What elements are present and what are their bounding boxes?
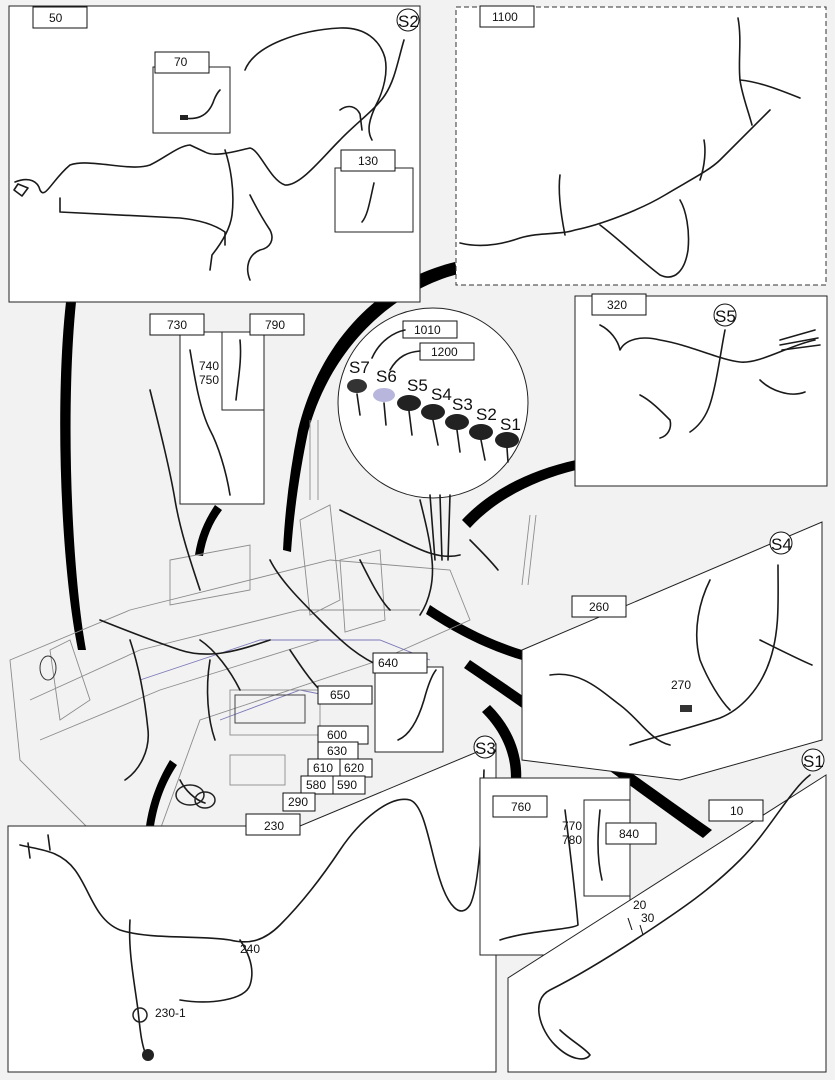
panel-230: 230 S3 240 230-1 <box>7 735 497 1073</box>
callout-600: 600 <box>327 728 347 742</box>
callout-20: 20 <box>633 898 647 912</box>
band-320 <box>462 460 576 528</box>
band-230 <box>146 760 177 826</box>
callout-780: 780 <box>562 833 582 847</box>
callout-130: 130 <box>358 154 378 168</box>
callout-30: 30 <box>641 911 655 925</box>
center-harness <box>39 389 499 809</box>
band-730 <box>195 505 222 556</box>
socket-connectors <box>347 379 519 463</box>
callout-260: 260 <box>589 600 609 614</box>
callout-10: 10 <box>730 804 744 818</box>
socket-label-s4: S4 <box>431 385 452 404</box>
socket-label-s5-panel: S5 <box>715 307 736 326</box>
panel-760: 760 840 770 780 <box>479 777 657 956</box>
socket-label-s3: S3 <box>452 395 473 414</box>
callout-240: 240 <box>240 942 260 956</box>
callout-640: 640 <box>378 656 398 670</box>
socket-label-s2: S2 <box>476 405 497 424</box>
callout-740: 740 <box>199 359 219 373</box>
socket-label-s3-panel: S3 <box>475 739 496 758</box>
callout-box-50 <box>32 6 88 29</box>
harness-1100-main <box>459 109 771 247</box>
callout-230-1: 230-1 <box>155 1006 186 1020</box>
socket-label-s6: S6 <box>376 367 397 386</box>
callout-270: 270 <box>671 678 691 692</box>
panel-50: 50 S2 70 130 <box>8 5 421 303</box>
band-760 <box>482 705 522 790</box>
chassis-frame <box>9 420 537 831</box>
panel-260: 260 S4 270 <box>521 521 823 781</box>
callout-1200: 1200 <box>431 345 458 359</box>
callout-630: 630 <box>327 744 347 758</box>
socket-label-s2-top: S2 <box>398 12 419 31</box>
callout-730: 730 <box>167 318 187 332</box>
callout-650: 650 <box>330 688 350 702</box>
callout-230: 230 <box>264 819 284 833</box>
band-260 <box>426 605 522 660</box>
panel-10: 10 S1 20 30 <box>507 748 827 1073</box>
callout-750: 750 <box>199 373 219 387</box>
callout-1010: 1010 <box>414 323 441 337</box>
center-callouts: 640 650 600 630 610 620 580 590 290 <box>282 652 444 812</box>
band-1100 <box>283 262 458 552</box>
band-50 <box>60 302 86 650</box>
socket-label-s4-panel: S4 <box>771 535 792 554</box>
callout-290: 290 <box>288 795 308 809</box>
callout-840: 840 <box>619 827 639 841</box>
callout-50: 50 <box>49 11 63 25</box>
callout-320: 320 <box>607 298 627 312</box>
socket-label-s1: S1 <box>500 415 521 434</box>
panel-730: 730 790 740 750 <box>149 313 305 505</box>
callout-590: 590 <box>337 778 357 792</box>
callout-70: 70 <box>174 55 188 69</box>
harness-50-main <box>14 39 405 194</box>
socket-detail: 1010 1200 S7 S6 S5 S4 S3 S2 S1 <box>337 307 529 499</box>
callout-610: 610 <box>313 761 333 775</box>
callout-770: 770 <box>562 819 582 833</box>
panel-1100: 1100 <box>455 5 827 286</box>
callout-790: 790 <box>265 318 285 332</box>
callout-760: 760 <box>511 800 531 814</box>
socket-label-s7: S7 <box>349 358 370 377</box>
callout-620: 620 <box>344 761 364 775</box>
callout-580: 580 <box>306 778 326 792</box>
harness-320-main <box>599 324 816 363</box>
callout-1100: 1100 <box>492 10 518 24</box>
socket-label-s5: S5 <box>407 376 428 395</box>
socket-label-s1-panel: S1 <box>803 752 824 771</box>
panel-320: 320 S5 <box>574 293 828 487</box>
